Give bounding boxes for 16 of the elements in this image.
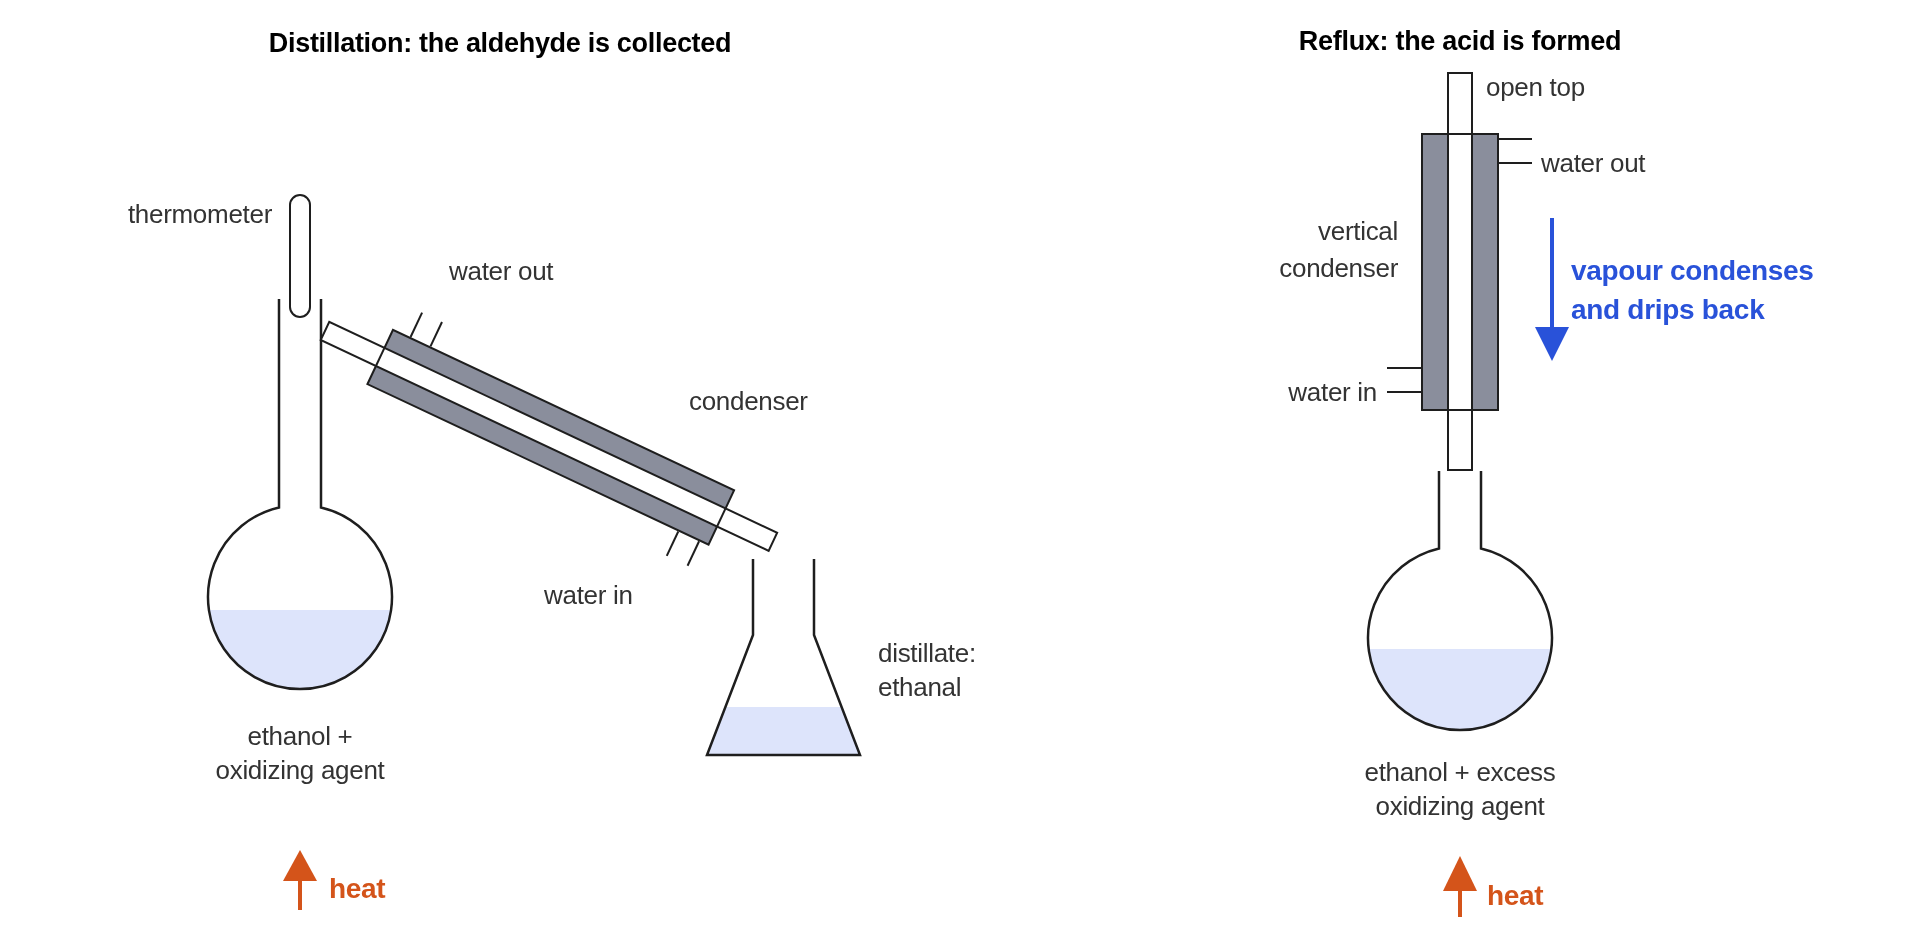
- heat-label: heat: [1487, 879, 1544, 913]
- part-label: water out: [1541, 147, 1646, 180]
- part-label: thermometer: [127, 198, 272, 231]
- part-label: open top: [1486, 71, 1585, 104]
- part-label: water in: [1288, 376, 1377, 409]
- heat-label: heat: [329, 872, 386, 906]
- part-label: ethanol + oxidizing agent: [214, 720, 386, 787]
- part-label: distillate: ethanal: [878, 637, 977, 704]
- panel-heading: Reflux: the acid is formed: [1298, 25, 1622, 58]
- part-label: ethanol + excess oxidizing agent: [1363, 756, 1557, 823]
- panel-heading: Distillation: the aldehyde is collected: [268, 27, 732, 60]
- part-label: vertical condenser: [1278, 215, 1398, 285]
- annotation: vapour condenses and drips back: [1571, 254, 1815, 327]
- part-label: water in: [544, 579, 633, 612]
- part-label: condenser: [689, 385, 808, 418]
- part-label: water out: [449, 255, 554, 288]
